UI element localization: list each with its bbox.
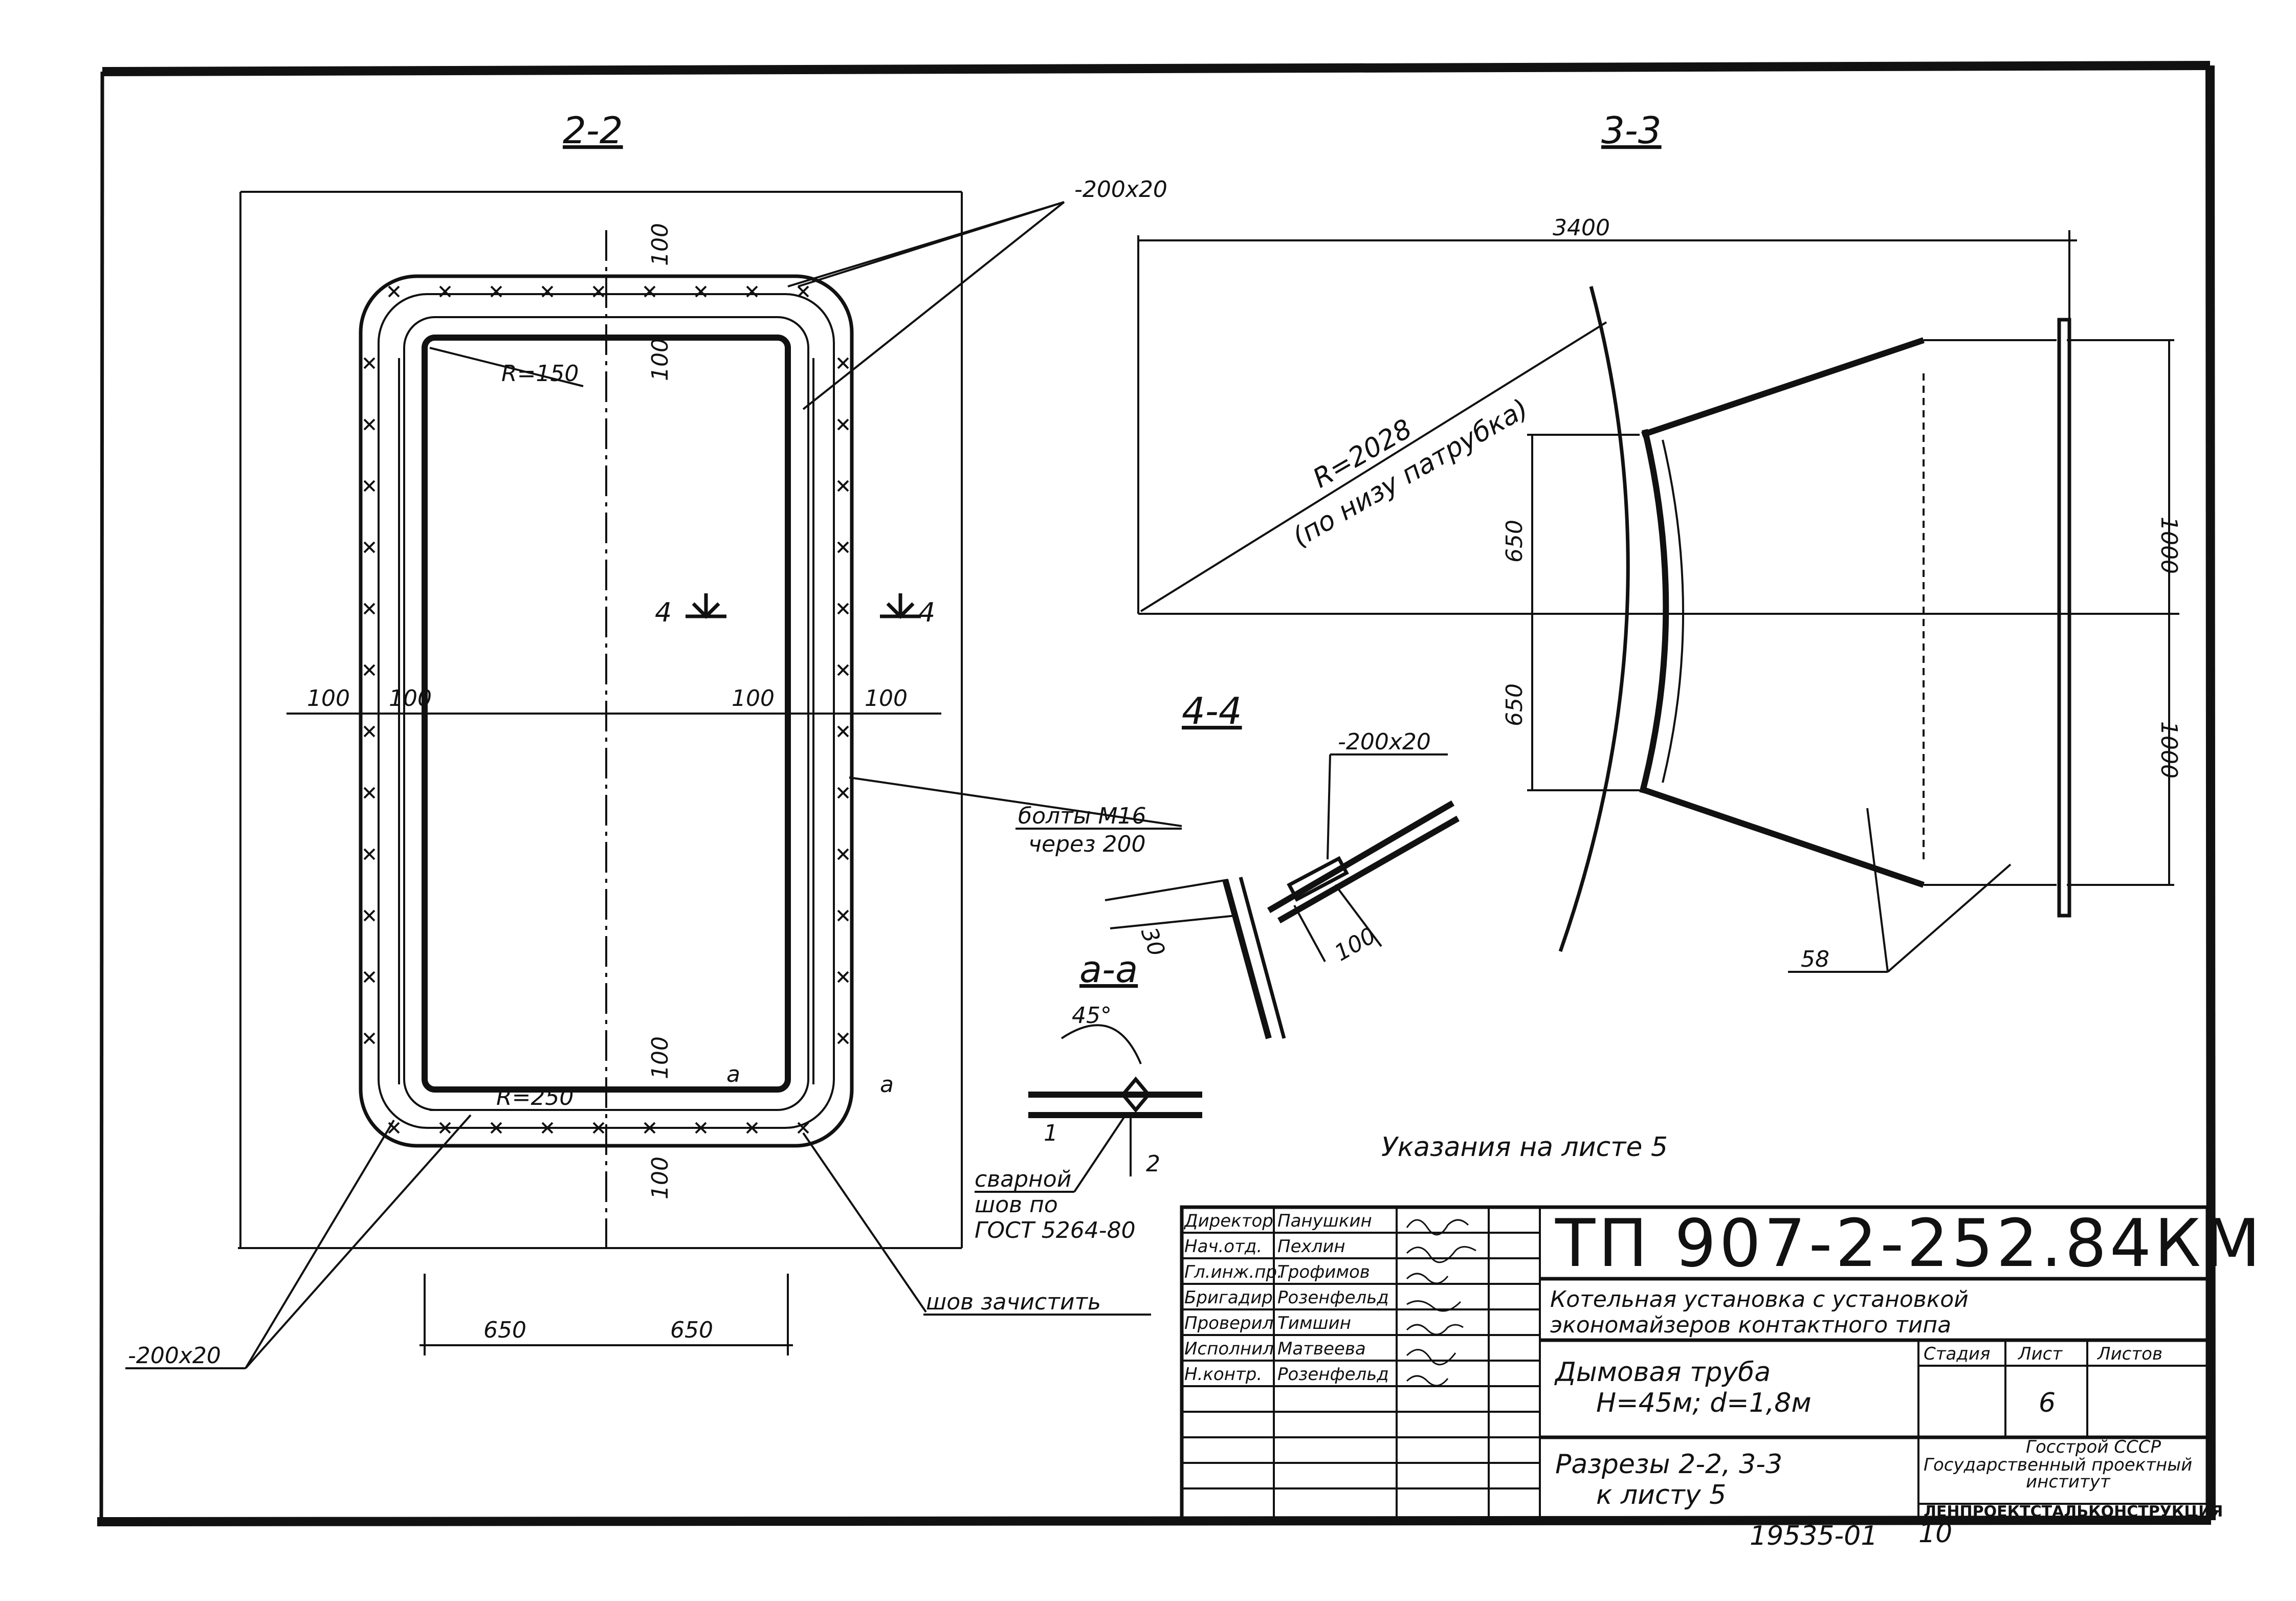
bolts-label-line2: через 200 xyxy=(1028,831,1145,857)
object-line1: Дымовая труба xyxy=(1554,1357,1771,1388)
weld-mark-right: a xyxy=(880,1072,894,1098)
dim-100-top-2: 100 xyxy=(647,338,673,381)
dim-650-right: 650 xyxy=(670,1317,713,1343)
signature-scribbles xyxy=(1406,1219,1476,1387)
dim-100-left-1: 100 xyxy=(307,685,350,711)
plate-top-label: -200x20 xyxy=(1074,176,1167,203)
dim-650-bottom: 650 xyxy=(1502,683,1528,726)
drawing-code: ТП 907-2-252.84КМ xyxy=(1555,1206,2263,1282)
org-line1: Госстрой СССР xyxy=(2026,1437,2161,1457)
name-3: Розенфельд xyxy=(1277,1287,1389,1308)
section-4-4-title: 4-4 xyxy=(1182,690,1242,732)
plate-bottom-label: -200x20 xyxy=(128,1343,221,1369)
col-stage: Стадия xyxy=(1924,1344,1990,1364)
dim-650-top: 650 xyxy=(1502,520,1528,563)
dim-1000-bottom: 1000 xyxy=(2156,721,2182,779)
sheet-line2: к листу 5 xyxy=(1596,1480,1726,1510)
role-4: Проверил xyxy=(1184,1313,1273,1333)
project-line1: Котельная установка с установкой xyxy=(1550,1286,1969,1313)
inventory-number: 19535-01 xyxy=(1750,1521,1878,1551)
name-2: Трофимов xyxy=(1277,1262,1370,1282)
dim-100-left-2: 100 xyxy=(389,685,432,711)
section-2-2: 2-2 -200x20 R=150 R=250 100 xyxy=(125,109,1182,1369)
dim-30: 30 xyxy=(1136,924,1170,960)
weld-label-line2: шов по xyxy=(975,1192,1058,1218)
weld-label-line3: ГОСТ 5264-80 xyxy=(975,1217,1136,1243)
dim-100-bottom-1: 100 xyxy=(647,1036,673,1079)
bolt-pattern xyxy=(363,285,849,1134)
org-line2: Государственный проектный xyxy=(1924,1455,2192,1475)
col-sheets: Листов xyxy=(2096,1344,2162,1364)
title-block: ТП 907-2-252.84КМ Котельная установка с … xyxy=(1180,1205,2263,1522)
note-text: Указания на листе 5 xyxy=(1381,1132,1668,1163)
dim-100-top-1: 100 xyxy=(647,223,673,266)
sheet-number: 6 xyxy=(2039,1388,2056,1418)
angle-label: 45° xyxy=(1072,1003,1112,1029)
dim-100-right-2: 100 xyxy=(865,685,908,711)
sheet-line1: Разрезы 2-2, 3-3 xyxy=(1555,1449,1782,1480)
name-5: Матвеева xyxy=(1277,1339,1366,1359)
role-0: Директор xyxy=(1183,1211,1273,1231)
name-0: Панушкин xyxy=(1277,1211,1372,1231)
col-sheet: Лист xyxy=(2017,1344,2063,1364)
dim-100-right-1: 100 xyxy=(732,685,775,711)
section-3-3: 3-3 3400 R=2028 (по низу патрубка) 650 6… xyxy=(1137,109,2182,973)
role-6: Н.контр. xyxy=(1184,1364,1262,1385)
section-3-3-title: 3-3 xyxy=(1601,109,1662,152)
mark-58: 58 xyxy=(1801,946,1829,972)
section-4-4: 4-4 -200x20 30 100 xyxy=(1105,690,1460,1039)
roles-list: Директор Панушкин Нач.отд. Пехлин Гл.инж… xyxy=(1183,1211,1389,1385)
dim-3400: 3400 xyxy=(1553,215,1610,241)
bolts-label-line1: болты М16 xyxy=(1018,803,1146,829)
dim-1000-top: 1000 xyxy=(2156,517,2182,574)
section-a-a-title: a-a xyxy=(1079,948,1138,991)
project-line2: экономайзеров контактного типа xyxy=(1550,1312,1951,1338)
name-1: Пехлин xyxy=(1277,1236,1345,1257)
weld-label-line1: сварной xyxy=(975,1166,1071,1192)
role-5: Исполнил xyxy=(1184,1339,1274,1359)
plate-label-4-4: -200x20 xyxy=(1338,729,1431,755)
dim-100-bottom-2: 100 xyxy=(647,1157,673,1199)
org-line3: институт xyxy=(2026,1472,2111,1492)
dim-2: 2 xyxy=(1146,1151,1160,1177)
role-2: Гл.инж.пр. xyxy=(1184,1262,1283,1282)
name-4: Тимшин xyxy=(1277,1313,1351,1333)
dim-100-4-4: 100 xyxy=(1330,922,1380,966)
section-2-2-title: 2-2 xyxy=(563,109,623,152)
section-a-a: a-a 45° 1 2 сварной шов по ГОСТ 5264-80 xyxy=(975,948,1202,1243)
sheet-frame xyxy=(97,61,2216,1526)
cut-mark-right: 4 xyxy=(918,597,935,628)
radius-bottom-label: R=250 xyxy=(496,1084,573,1110)
object-line2: Н=45м; d=1,8м xyxy=(1596,1388,1812,1418)
role-1: Нач.отд. xyxy=(1184,1236,1262,1257)
role-3: Бригадир xyxy=(1184,1287,1273,1308)
dim-1: 1 xyxy=(1044,1120,1058,1146)
page-number: 10 xyxy=(1918,1518,1952,1549)
weld-clean-label: шов зачистить xyxy=(926,1289,1101,1315)
org-line4: ЛЕНПРОЕКТСТАЛЬКОНСТРУКЦИЯ xyxy=(1924,1503,2223,1521)
dim-650-left: 650 xyxy=(483,1317,526,1343)
weld-mark-left: a xyxy=(726,1061,740,1087)
cut-mark-left: 4 xyxy=(655,597,672,628)
name-6: Розенфельд xyxy=(1277,1364,1389,1385)
